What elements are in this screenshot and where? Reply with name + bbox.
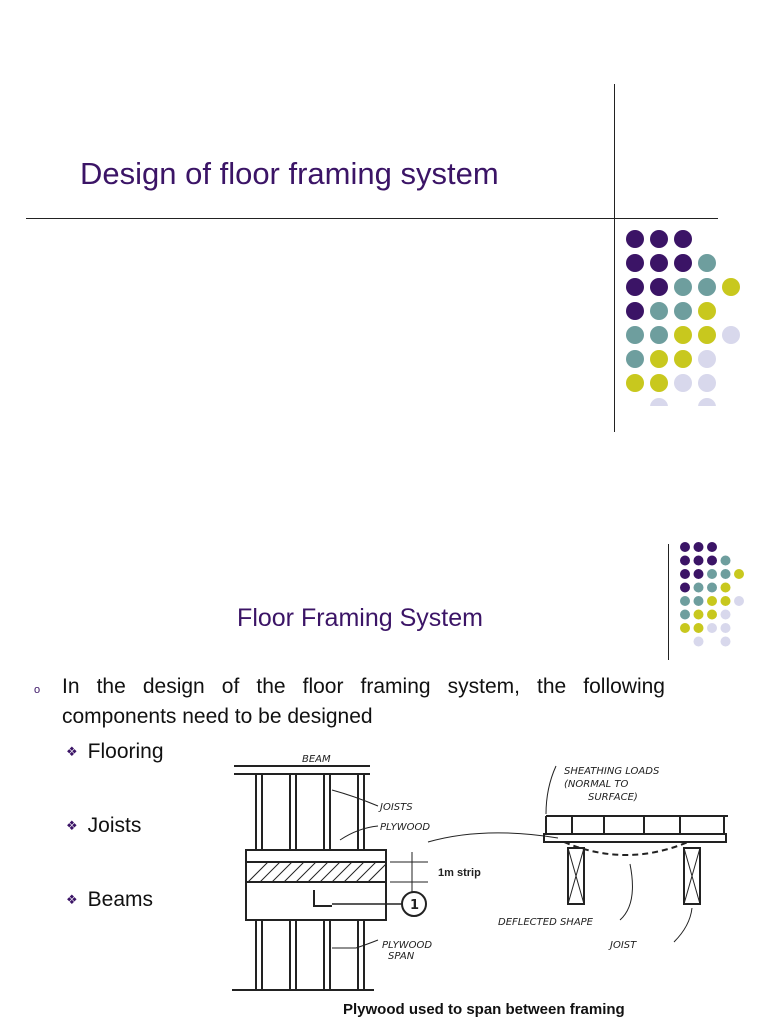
decorative-dot [722,278,740,296]
diamond-bullet-icon: ❖ [66,892,78,907]
decorative-dot [707,555,717,566]
decorative-dot [698,278,716,296]
decorative-dot [722,326,740,344]
floor-framing-figure: BEAM JOISTS PLYWOOD 1m strip 1 PLYWOOD S… [232,754,728,991]
section-callout: 1 [410,898,419,913]
normal-to-label: (NORMAL TO [564,779,629,790]
diamond-bullet-icon: ❖ [66,818,78,833]
decorative-dot [650,230,668,248]
strip-label: 1m strip [438,867,481,879]
list-item-label: Beams [87,888,154,911]
decorative-dot [650,374,668,392]
decorative-dot [626,326,644,344]
decorative-dot [680,569,690,579]
slide-title: Design of floor framing system [80,156,499,191]
decorative-dot [693,609,704,620]
decorative-dot [693,542,704,552]
decorative-dot [707,596,717,606]
diamond-bullet-icon: ❖ [66,744,78,759]
joist-label: JOIST [608,940,637,951]
decorative-dot [674,374,692,392]
decorative-dot [720,609,731,620]
list-item-label: Flooring [87,740,164,763]
decorative-dot [626,374,644,392]
decorative-dot [707,569,717,579]
decorative-dot [707,542,717,552]
deflected-shape-label: DEFLECTED SHAPE [498,917,594,928]
decorative-dot [698,398,716,406]
sheathing-loads-label: SHEATHING LOADS [564,766,660,777]
decorative-dot [734,596,744,606]
decorative-dot [693,555,704,566]
decorative-dot [626,230,644,248]
decorative-dot [693,623,704,633]
decorative-dot [626,278,644,296]
decorative-dot [720,596,731,606]
list-item-joists: ❖ Joists [66,814,141,838]
decorative-dot [680,555,690,566]
decorative-dot [680,609,690,620]
plan-view-drawing [232,765,428,991]
vertical-divider [668,544,669,660]
list-item-beams: ❖ Beams [66,888,153,912]
section-view-drawing [427,765,728,943]
plywood-label: PLYWOOD [380,822,430,833]
decorative-dot [650,254,668,272]
decorative-dot [693,569,704,579]
list-item-flooring: ❖ Flooring [66,740,164,764]
bullet-marker: o [34,684,41,696]
decorative-dot [626,302,644,320]
decorative-dot [674,326,692,344]
decorative-dot [720,555,731,566]
decorative-dot [650,302,668,320]
decorative-dot [650,350,668,368]
decorative-dot [626,254,644,272]
decorative-dot [674,350,692,368]
decorative-dot [720,582,731,593]
decorative-dot [650,398,668,406]
decorative-dot [674,254,692,272]
decorative-dot [626,350,644,368]
decorative-dot [707,609,717,620]
decorative-dot [680,596,690,606]
decorative-dot [720,623,731,633]
decorative-dot [693,582,704,593]
decorative-dot [674,230,692,248]
list-item-label: Joists [87,814,142,837]
decorative-dot [693,636,704,647]
decorative-dot [720,569,731,579]
plywood-span-label-2: SPAN [388,951,415,962]
decorative-dot-grid [626,230,740,406]
decorative-dot [698,326,716,344]
joists-label: JOISTS [378,802,413,813]
plywood-span-label: PLYWOOD [382,940,432,951]
decorative-dot [698,254,716,272]
decorative-dot [650,326,668,344]
vertical-divider [614,84,615,432]
surface-label: SURFACE) [588,792,638,803]
decorative-dot [698,302,716,320]
decorative-dot [707,582,717,593]
beam-label: BEAM [302,754,331,765]
decorative-dot [698,374,716,392]
slide-2: Floor Framing System o In the design of … [0,512,768,1024]
decorative-dot [707,623,717,633]
title-divider [26,218,718,219]
intro-paragraph: In the design of the floor framing syste… [62,675,665,728]
decorative-dot-grid [680,542,744,647]
slide-title: Floor Framing System [237,604,483,632]
decorative-dot [693,596,704,606]
slide-1: Design of floor framing system [26,84,740,432]
decorative-dot [680,542,690,552]
figure-caption: Plywood used to span between framing [343,1001,625,1018]
decorative-dot [650,278,668,296]
decorative-dot [680,623,690,633]
decorative-dot [674,278,692,296]
decorative-dot [680,582,690,593]
decorative-dot [734,569,744,579]
decorative-dot [674,302,692,320]
decorative-dot [698,350,716,368]
decorative-dot [720,636,731,647]
